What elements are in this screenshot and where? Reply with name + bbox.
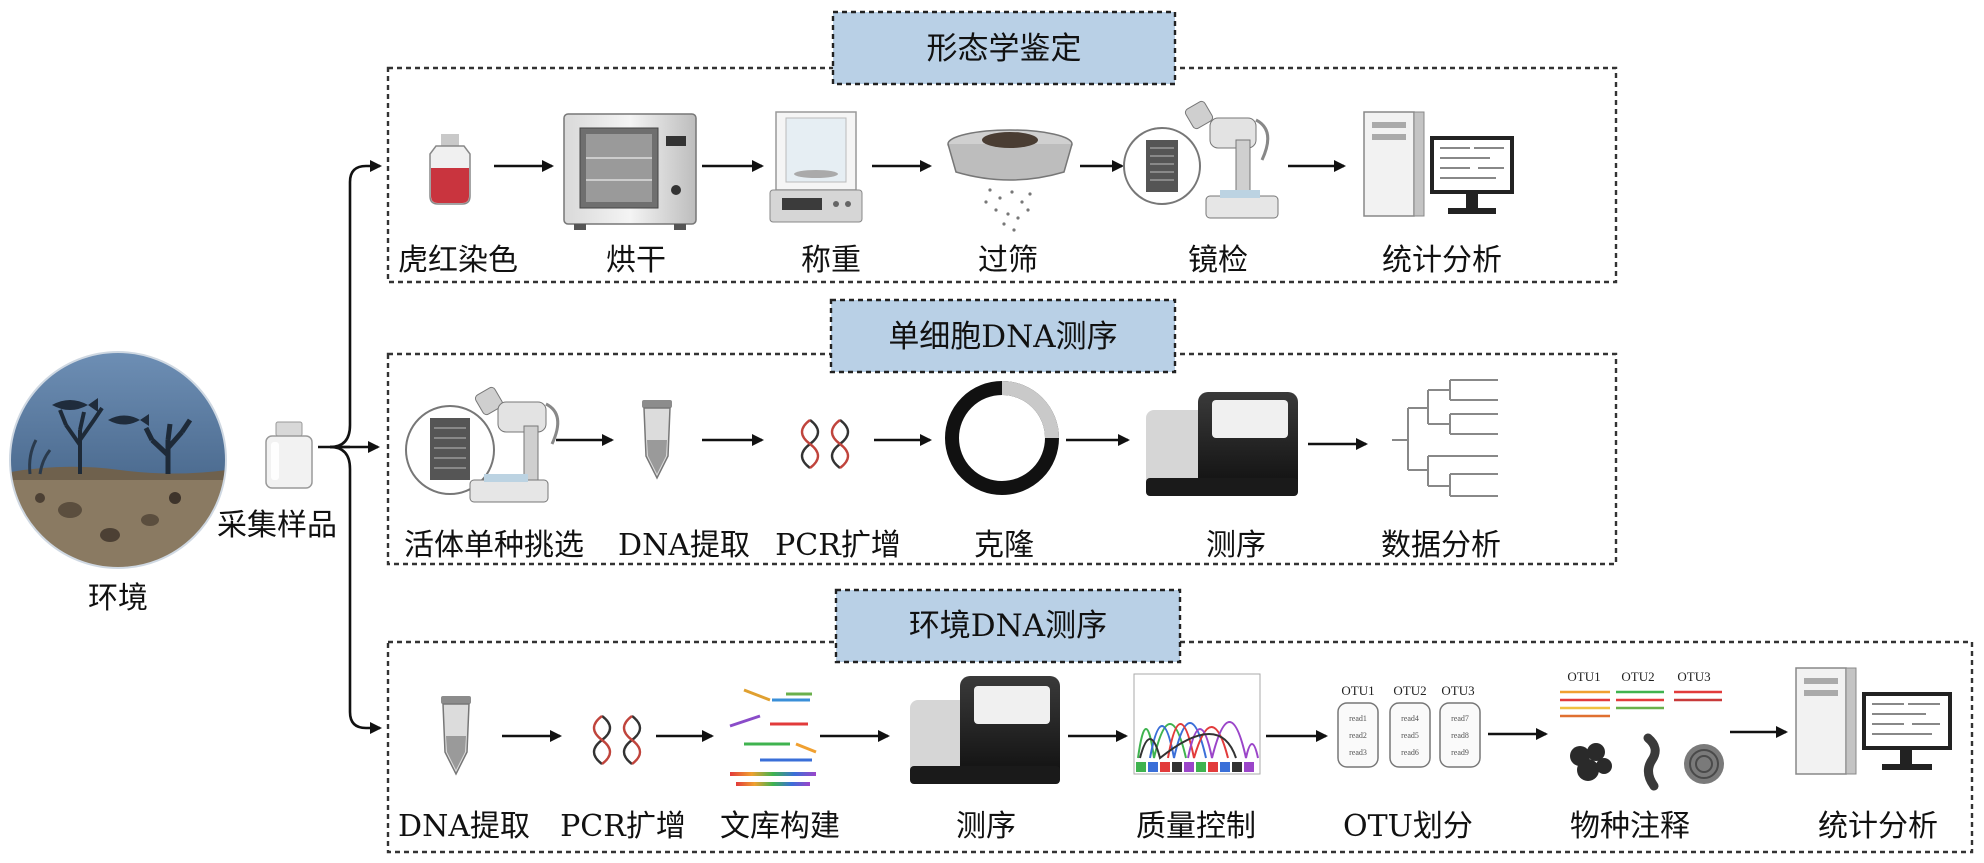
read-label: read5 bbox=[1401, 731, 1419, 740]
species-annotation-icon: OTU1 OTU2 OTU3 bbox=[1560, 669, 1724, 791]
plasmid-ring-icon bbox=[945, 381, 1059, 495]
sequencer-icon bbox=[910, 676, 1060, 784]
sc-step-label: DNA提取 bbox=[618, 528, 750, 563]
balance-icon bbox=[769, 111, 863, 223]
edna-step-label: OTU划分 bbox=[1343, 809, 1473, 844]
morphology-header bbox=[831, 10, 1177, 86]
edna-header bbox=[834, 588, 1182, 664]
computer-icon bbox=[1363, 111, 1514, 217]
edna-step-label: 统计分析 bbox=[1818, 809, 1938, 844]
sc-step-label: 测序 bbox=[1206, 528, 1266, 563]
chromatogram-icon bbox=[1133, 673, 1261, 775]
edna-step-label: PCR扩增 bbox=[560, 809, 686, 844]
edna-step-label: 测序 bbox=[956, 809, 1016, 844]
dna-helix-icon bbox=[592, 715, 642, 765]
otu-label: OTU3 bbox=[1677, 669, 1710, 684]
sc-step-label: 克隆 bbox=[974, 528, 1034, 563]
edna-step-label: DNA提取 bbox=[398, 809, 530, 844]
morph-step-label: 镜检 bbox=[1188, 243, 1248, 278]
read-label: read2 bbox=[1349, 731, 1367, 740]
tube-icon bbox=[441, 696, 471, 776]
otu-label: OTU3 bbox=[1441, 683, 1474, 698]
tube-icon bbox=[642, 400, 672, 480]
phylogenetic-tree-icon bbox=[1392, 379, 1498, 497]
morph-step-label: 烘干 bbox=[606, 243, 666, 278]
morph-step-label: 统计分析 bbox=[1382, 243, 1502, 278]
computer-icon bbox=[1795, 667, 1952, 775]
edna-step-label: 物种注释 bbox=[1570, 809, 1690, 844]
microscope-icon bbox=[405, 386, 560, 503]
stain-flask-icon bbox=[429, 134, 471, 205]
sc-step-label: PCR扩增 bbox=[775, 528, 901, 563]
sc-step-label: 数据分析 bbox=[1381, 528, 1501, 563]
sc-step-label: 活体单种挑选 bbox=[404, 528, 584, 563]
drying-oven-icon bbox=[563, 113, 697, 230]
library-fragments-icon bbox=[729, 688, 817, 786]
environment-label: 环境 bbox=[88, 581, 148, 616]
read-label: read7 bbox=[1451, 714, 1469, 723]
environment-illustration bbox=[9, 351, 227, 569]
branch-connector bbox=[318, 160, 382, 734]
edna-step-label: 质量控制 bbox=[1136, 809, 1256, 844]
otu-clusters-icon: OTU1 OTU2 OTU3 read1 read2 read3 read4 r… bbox=[1337, 683, 1481, 768]
otu-label: OTU2 bbox=[1621, 669, 1654, 684]
otu-label: OTU1 bbox=[1567, 669, 1600, 684]
morphology-title: 形态学鉴定 bbox=[927, 31, 1082, 67]
read-label: read1 bbox=[1349, 714, 1367, 723]
read-label: read8 bbox=[1451, 731, 1469, 740]
edna-title: 环境DNA测序 bbox=[909, 608, 1107, 644]
single-cell-header bbox=[829, 298, 1177, 374]
read-label: read9 bbox=[1451, 748, 1469, 757]
sequencer-icon bbox=[1146, 392, 1298, 496]
sieve-icon bbox=[947, 129, 1073, 232]
single-cell-title: 单细胞DNA测序 bbox=[888, 319, 1117, 355]
morph-step-label: 称重 bbox=[801, 243, 861, 278]
read-label: read4 bbox=[1401, 714, 1419, 723]
otu-label: OTU2 bbox=[1393, 683, 1426, 698]
read-label: read3 bbox=[1349, 748, 1367, 757]
edna-step-label: 文库构建 bbox=[720, 809, 840, 844]
sample-bottle-icon bbox=[265, 421, 313, 489]
otu-label: OTU1 bbox=[1341, 683, 1374, 698]
microscope-icon bbox=[1123, 100, 1279, 219]
sample-label: 采集样品 bbox=[217, 508, 337, 543]
morph-step-label: 虎红染色 bbox=[398, 243, 518, 278]
dna-helix-icon bbox=[800, 419, 850, 469]
morph-step-label: 过筛 bbox=[978, 243, 1038, 278]
read-label: read6 bbox=[1401, 748, 1419, 757]
